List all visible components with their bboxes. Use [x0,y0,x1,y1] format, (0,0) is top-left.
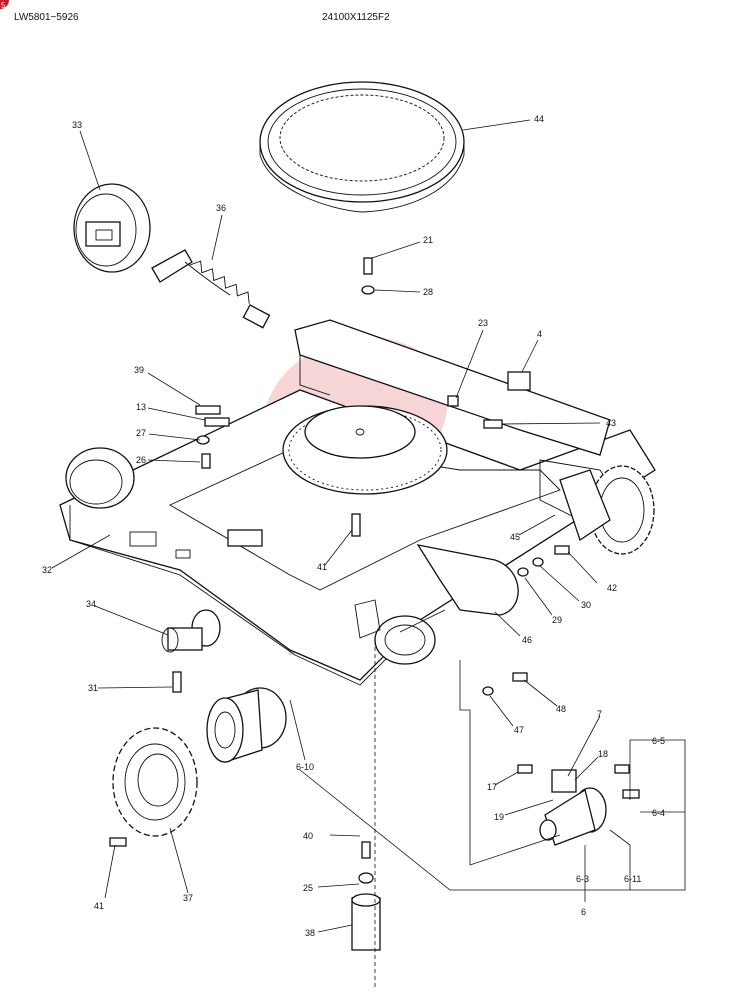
callout-32: 32 [42,565,52,575]
callout-26: 26 [136,455,146,465]
callout-38: 38 [305,928,315,938]
callout-41-lower: 41 [94,901,104,911]
callout-19: 19 [494,812,504,822]
callout-34: 34 [86,599,96,609]
callout-6: 6 [581,907,586,917]
drawing-number: 24100X1125F2 [322,12,390,23]
recoil-spring-assembly [151,249,271,329]
callout-6-5: 6-5 [652,736,665,746]
corner-badge-text: 5 [1,1,6,10]
callout-36: 36 [216,203,226,213]
carrier-roller [161,609,221,653]
callout-43: 43 [606,418,616,428]
callout-33: 33 [72,120,82,130]
callout-23: 23 [478,318,488,328]
callout-30: 30 [581,600,591,610]
callout-46: 46 [522,635,532,645]
callout-labels: 44 33 36 21 28 23 4 43 39 13 27 26 32 41… [42,114,665,938]
callout-42: 42 [607,583,617,593]
motor-valve-assembly [539,769,607,846]
callout-4: 4 [537,329,542,339]
callout-40: 40 [303,831,313,841]
callout-48: 48 [556,704,566,714]
serial-range-label: LW5801~5926 [14,12,79,23]
callout-18: 18 [598,749,608,759]
leader-lines [51,119,686,990]
callout-13: 13 [136,402,146,412]
callout-31: 31 [88,683,98,693]
callout-21: 21 [423,235,433,245]
callout-37: 37 [183,893,193,903]
front-idler [73,183,151,273]
callout-47: 47 [514,725,524,735]
callout-25: 25 [303,883,313,893]
callout-17: 17 [487,782,497,792]
corner-badge: 5 [0,0,9,10]
callout-7: 7 [597,709,602,719]
callout-6-3: 6-3 [576,874,589,884]
callout-6-11: 6-11 [624,874,641,884]
callout-39: 39 [134,365,144,375]
callout-28: 28 [423,287,433,297]
drive-sprocket [112,727,198,837]
cover-plate [416,544,519,616]
callout-6-4: 6-4 [652,808,665,818]
callout-41-upper: 41 [317,562,327,572]
swing-ring-gear [259,81,465,213]
travel-motor [206,687,287,763]
track-frame [59,319,656,686]
fasteners [109,257,640,847]
center-swivel-joint [351,841,381,951]
callout-45: 45 [510,532,520,542]
callout-29: 29 [552,615,562,625]
callout-44: 44 [534,114,544,124]
center-swing-plate [282,405,448,495]
callout-6-10: 6-10 [296,762,314,772]
callout-27: 27 [136,428,146,438]
rear-sprocket [559,465,655,555]
